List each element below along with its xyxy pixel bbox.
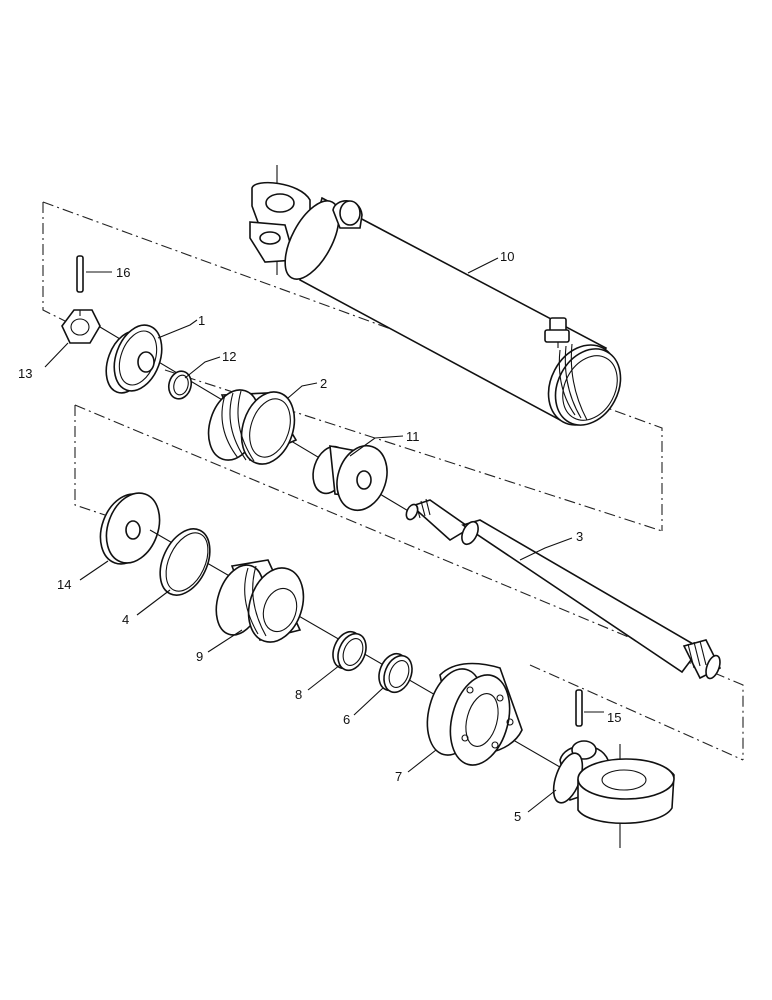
part-8-rod-seal: [332, 630, 367, 672]
callout-3: 3: [576, 529, 583, 544]
part-16-pin: [76, 255, 84, 293]
callout-8: 8: [295, 687, 302, 702]
part-9-gland: [215, 559, 305, 643]
callout-5: 5: [514, 809, 521, 824]
callout-12: 12: [222, 349, 236, 364]
callout-6: 6: [343, 712, 350, 727]
callout-15: 15: [607, 710, 621, 725]
callout-4: 4: [122, 612, 129, 627]
part-14-washer: [99, 492, 161, 565]
callout-1: 1: [198, 313, 205, 328]
callout-11: 11: [406, 429, 420, 444]
leader-lines: [44, 257, 604, 813]
part-11-bushing: [312, 444, 388, 512]
part-15-pin: [575, 689, 583, 727]
part-6-wiper: [378, 652, 413, 694]
part-13-hex-nut: [61, 309, 101, 344]
part-4-o-ring: [159, 528, 211, 596]
callout-10: 10: [500, 249, 514, 264]
callout-16: 16: [116, 265, 130, 280]
assembly-boundary-lower: [74, 404, 744, 761]
callout-7: 7: [395, 769, 402, 784]
callout-2: 2: [320, 376, 327, 391]
callout-9: 9: [196, 649, 203, 664]
part-2-seal: [207, 389, 298, 465]
part-1-piston: [105, 324, 163, 394]
part-10-cylinder-barrel: [249, 165, 622, 426]
callout-13: 13: [18, 366, 32, 381]
rod-axis-lower: [149, 529, 611, 797]
part-7-end-cap: [426, 662, 523, 766]
callout-14: 14: [57, 577, 71, 592]
part-5-rod-eye: [552, 740, 675, 848]
callout-labels: 16 13 1 12 2 11 10 3 14 4 9 8 6 7 5 15: [18, 249, 621, 824]
part-3-piston-rod: [405, 498, 722, 680]
